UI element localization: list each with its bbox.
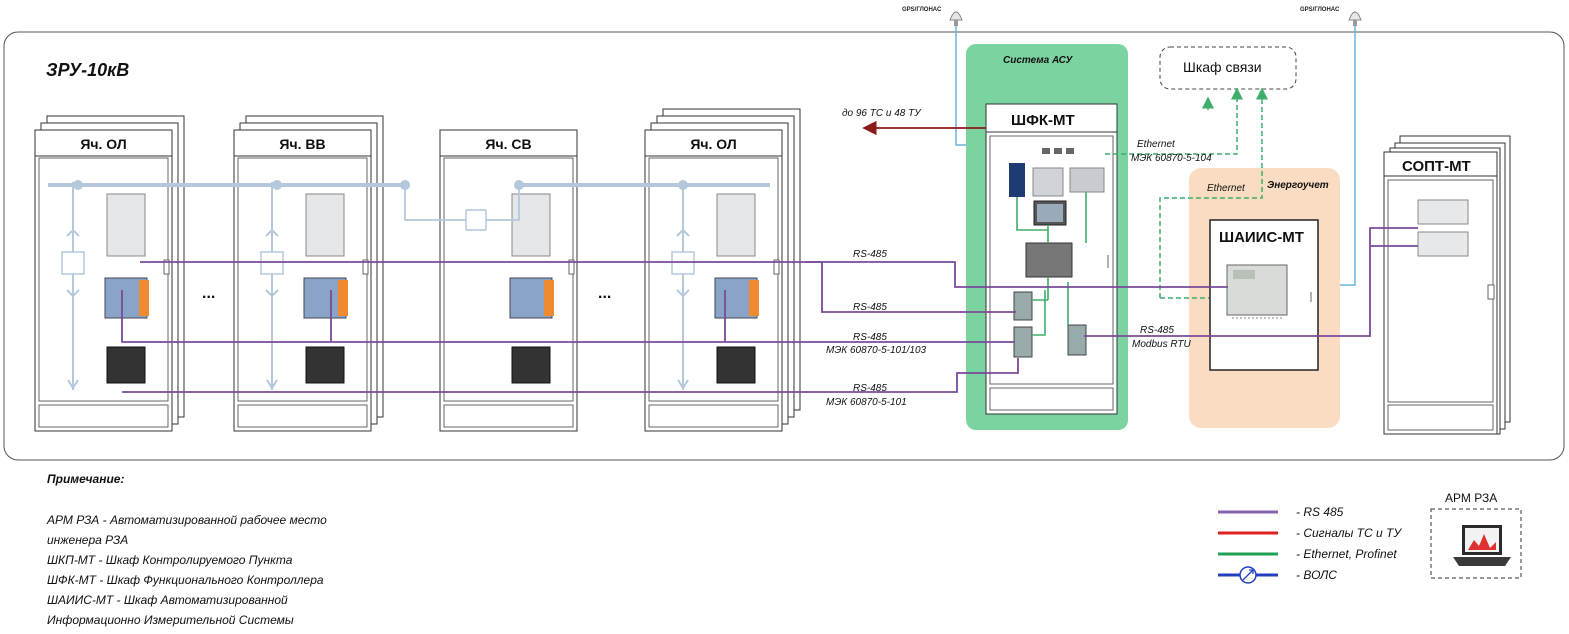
antenna-right-icon	[1348, 11, 1362, 26]
modbus-label-a: RS-485	[1140, 325, 1174, 336]
rs485-lines	[121, 227, 1418, 393]
sopt-mt-cabinet	[1383, 135, 1511, 435]
shfk-ethernet-internal	[1016, 192, 1087, 336]
signals-note: до 96 ТС и 48 ТУ	[842, 108, 922, 119]
legend-label: - ВОЛС	[1296, 568, 1337, 582]
cell-4: Яч. ОЛ	[644, 108, 801, 432]
cell-label: Яч. ОЛ	[690, 136, 736, 152]
eth-top-label-1: Ethernet	[1137, 139, 1176, 150]
arm-rza-label: АРМ РЗА	[1445, 491, 1497, 505]
eth-top-label-2: МЭК 60870-5-104	[1131, 153, 1212, 164]
switchgear-cells: Яч. ОЛ Яч. ВВ Яч. СВ Яч. ОЛ	[34, 108, 801, 432]
energy-meter-icon	[1226, 264, 1288, 319]
legend: - RS 485 - Сигналы ТС и ТУ - Ethernet, Pro…	[1218, 505, 1402, 584]
switch-device-icon	[305, 346, 345, 384]
comm-cabinet	[1159, 46, 1297, 90]
ellipsis-2: ...	[598, 285, 611, 302]
modbus-label-b: Modbus RTU	[1132, 339, 1192, 350]
note-line: АРМ РЗА - Автоматизированной рабочее мес…	[46, 513, 327, 527]
note-line: ШФК-МТ - Шкаф Функционального Контроллер…	[47, 573, 324, 587]
zru-title: ЗРУ-10кВ	[46, 60, 129, 80]
shfk-devices	[1009, 148, 1105, 358]
relay-device-icon	[716, 193, 756, 257]
legend-label: - Сигналы ТС и ТУ	[1296, 526, 1402, 540]
cell-2: Яч. ВВ	[233, 115, 384, 432]
notes-list: АРМ РЗА - Автоматизированной рабочее мес…	[46, 513, 327, 627]
ethernet-link-comm-2	[1159, 87, 1268, 298]
switch-device-icon	[106, 346, 146, 384]
terminal-block-icon	[544, 280, 554, 316]
note-line: ШКП-МТ - Шкаф Контролируемого Пункта	[47, 553, 293, 567]
legend-item: - Ethernet, Profinet	[1218, 547, 1397, 561]
comm-cabinet-label: Шкаф связи	[1183, 59, 1262, 75]
relay-device-icon	[511, 193, 551, 257]
cell-1: Яч. ОЛ	[34, 115, 185, 432]
energy-group-label: Энергоучет	[1267, 180, 1329, 191]
legend-item: - Сигналы ТС и ТУ	[1218, 526, 1402, 540]
rs485-label-3b: МЭК 60870-5-101/103	[826, 345, 927, 356]
rs485-label-3a: RS-485	[853, 332, 887, 343]
antenna-right-label: GPS/ГЛОНАС	[1300, 7, 1340, 13]
note-line: инженера РЗА	[47, 533, 128, 547]
sopt-mt-title: СОПТ-МТ	[1402, 158, 1471, 175]
relay-device-icon	[305, 193, 345, 257]
switch-device-icon	[511, 346, 551, 384]
shaiis-mt-title: ШАИИС-МТ	[1219, 229, 1304, 246]
busbar	[48, 180, 770, 231]
energy-ethernet-label: Ethernet	[1207, 183, 1246, 194]
notes-heading: Примечание:	[47, 472, 124, 486]
shfk-mt-title: ШФК-МТ	[1011, 112, 1075, 129]
antenna-left-label: GPS/ГЛОНАС	[902, 7, 942, 13]
ellipsis-1: ...	[202, 285, 215, 302]
antenna-left-icon	[949, 11, 963, 26]
terminal-block-icon	[749, 280, 759, 316]
legend-item: - ВОЛС	[1218, 566, 1337, 584]
legend-label: - RS 485	[1296, 505, 1344, 519]
legend-item: - RS 485	[1218, 505, 1344, 519]
note-line: ШАИИС-МТ - Шкаф Автоматизированной	[47, 593, 288, 607]
switch-device-icon	[716, 346, 756, 384]
terminal-block-icon	[139, 280, 149, 316]
ethernet-link-comm-1	[1105, 87, 1243, 155]
laptop-icon	[1453, 525, 1511, 566]
relay-device-icon	[106, 193, 146, 257]
note-line: Информационно Измерительной Системы	[47, 613, 294, 627]
cell-label: Яч. ВВ	[279, 136, 325, 152]
cell-label: Яч. ОЛ	[80, 136, 126, 152]
rs485-label-2: RS-485	[853, 302, 887, 313]
rs485-label-1: RS-485	[853, 249, 887, 260]
terminal-block-icon	[338, 280, 348, 316]
rs485-label-4a: RS-485	[853, 383, 887, 394]
cell-label: Яч. СВ	[485, 136, 531, 152]
legend-label: - Ethernet, Profinet	[1296, 547, 1397, 561]
rs485-label-4b: МЭК 60870-5-101	[826, 397, 907, 408]
cell-3: Яч. СВ	[439, 129, 578, 432]
asu-system-label: Система АСУ	[1003, 55, 1074, 66]
